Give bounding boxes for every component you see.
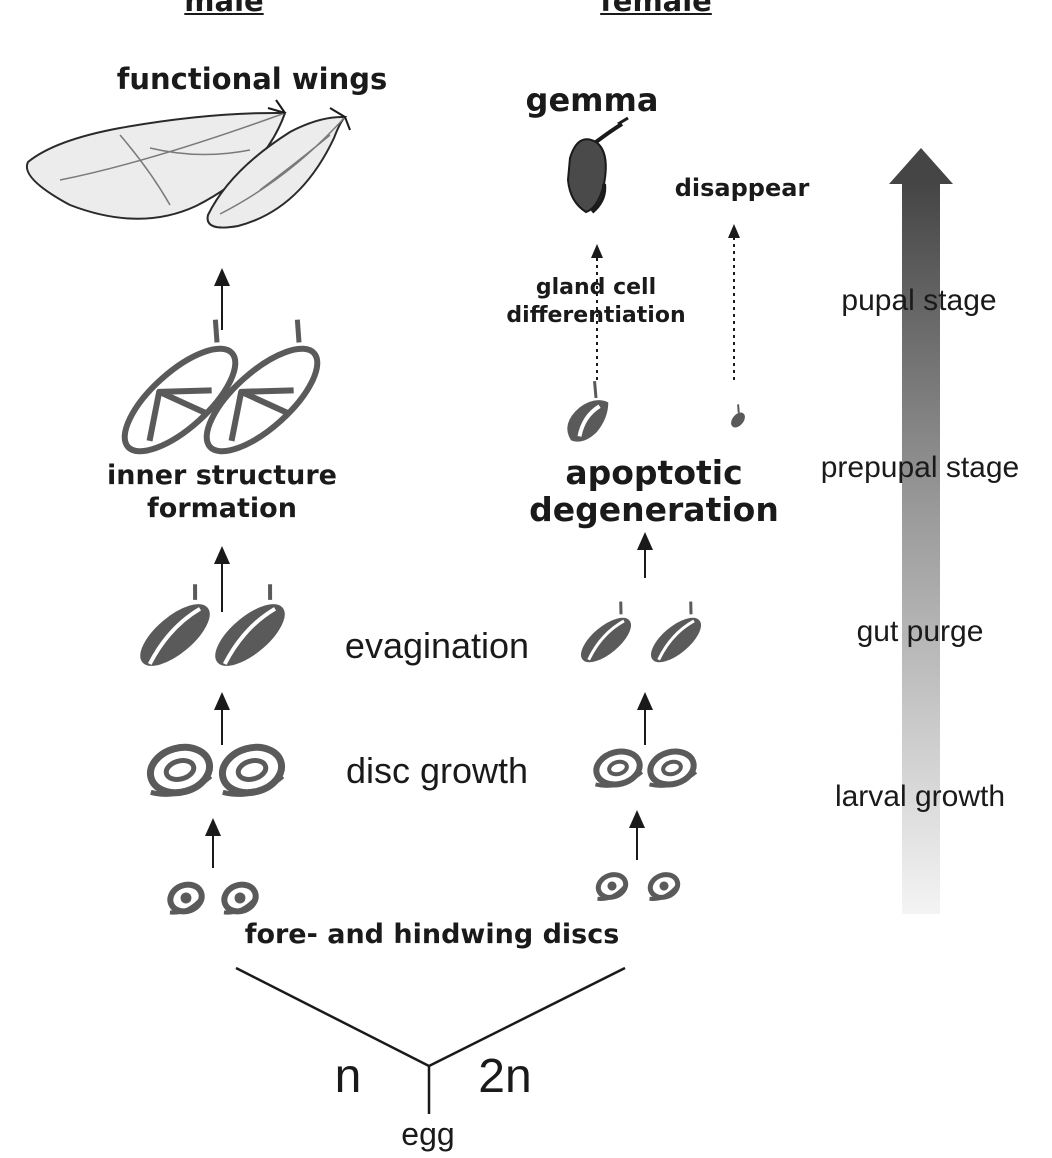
disappear-arrow-head [728, 224, 740, 238]
disappear-label: disappear [674, 174, 810, 202]
apoptotic-label-line2: degeneration [529, 490, 779, 529]
evagination-label: evagination [344, 625, 530, 666]
female-small-discs [595, 872, 681, 901]
egg-split [235, 966, 626, 1114]
stage-gradient-arrow [889, 148, 953, 914]
apoptotic-label-line1: apoptotic [565, 453, 743, 492]
pupal-stage-label: pupal stage [841, 284, 997, 317]
female-dotted-arrows [591, 224, 740, 380]
male-structured-wings [121, 319, 321, 455]
inner-structure-label-line1: inner structure [106, 460, 338, 491]
female-arrows [629, 532, 653, 860]
male-header: male [184, 0, 264, 18]
male-small-discs [167, 881, 259, 915]
forewing-degenerating [567, 380, 609, 442]
prepupal-stage-label: prepupal stage [820, 451, 1020, 484]
haploid-label: n [334, 1050, 362, 1103]
hindwing-shape [206, 115, 348, 229]
female-degenerating-discs [567, 380, 745, 442]
male-functional-wings [25, 99, 351, 229]
discs-label: fore- and hindwing discs [244, 919, 620, 950]
diploid-label: 2n [478, 1050, 532, 1103]
gland-cell-label-line2: differentiation [506, 303, 686, 328]
female-grown-discs [593, 748, 698, 788]
female-branch-line [428, 966, 626, 1068]
gemma-label: gemma [525, 81, 659, 119]
egg-label: egg [401, 1116, 455, 1152]
stage-arrow-head [889, 148, 953, 184]
functional-wings-label: functional wings [116, 62, 388, 96]
male-evaginated-wings [140, 584, 285, 666]
male-branch-line [235, 966, 430, 1068]
inner-structure-label-line2: formation [147, 493, 297, 524]
male-grown-discs [146, 743, 286, 797]
stage-arrow-shaft [902, 182, 940, 914]
hindwing-degenerating [731, 404, 745, 428]
male-arrows [205, 268, 230, 868]
female-header: female [600, 0, 712, 18]
gland-cell-label-line1: gland cell [535, 275, 657, 300]
gut-purge-label: gut purge [856, 615, 984, 648]
gland-arrow-head [591, 244, 603, 258]
gemma-structure [566, 116, 629, 214]
larval-growth-label: larval growth [834, 780, 1006, 813]
female-evaginated-wings [581, 601, 701, 663]
disc-growth-label: disc growth [345, 750, 529, 791]
